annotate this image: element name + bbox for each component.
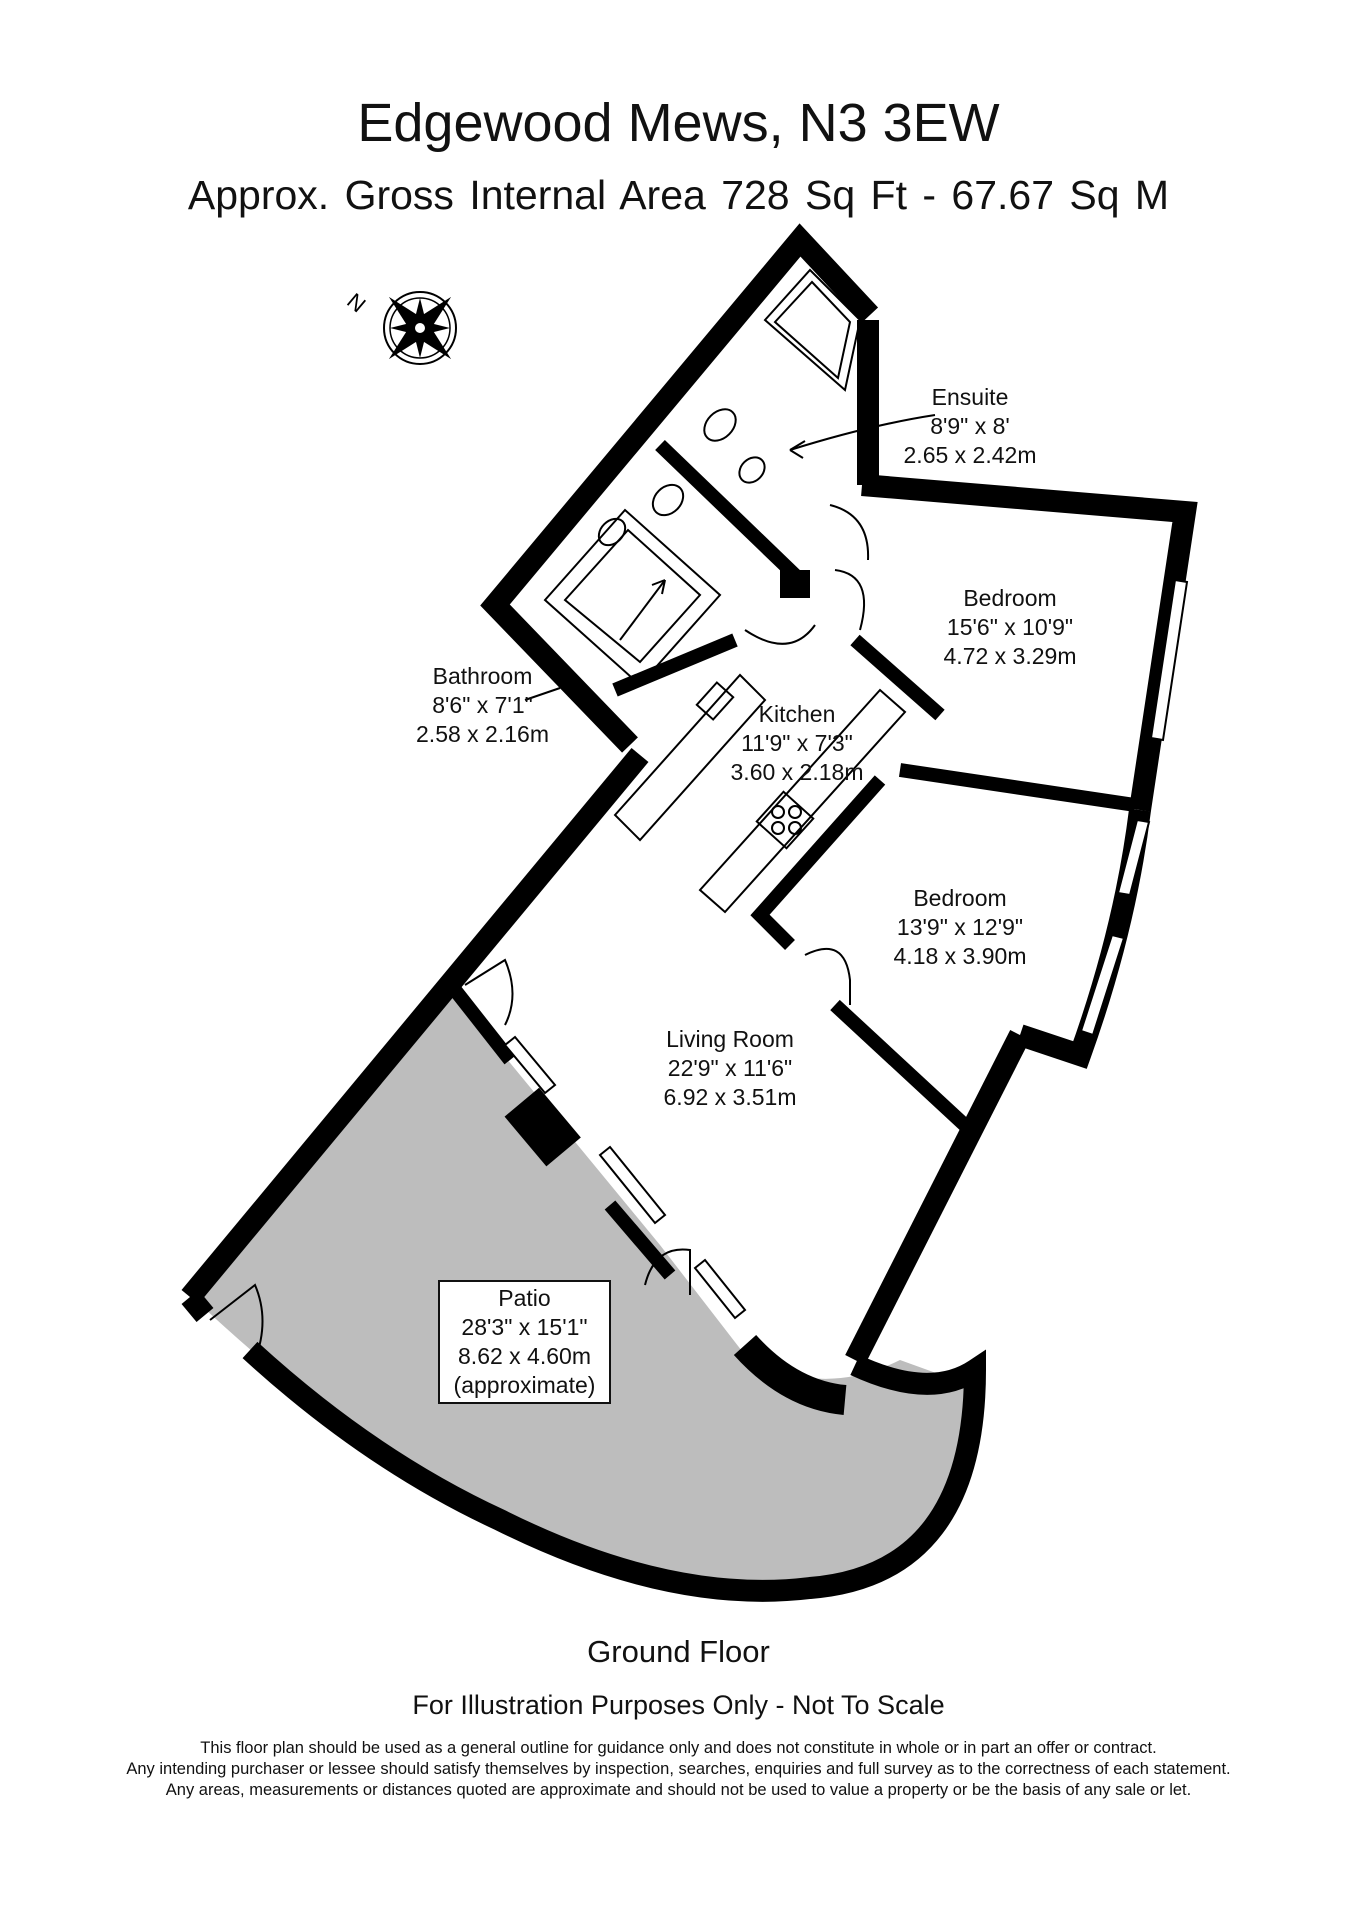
bath-arrow (619, 579, 666, 641)
wall-living-patio (449, 985, 516, 1065)
ensuite-basin (738, 456, 766, 484)
door-ensuite (829, 504, 870, 561)
room-size-imperial: 15'6" x 10'9" (946, 614, 1074, 640)
room-size-imperial: 22'9" x 11'6" (667, 1055, 793, 1081)
doors (209, 504, 870, 1361)
shower-tray-inner (773, 280, 852, 380)
wall-bedroom2-bottom (830, 999, 975, 1136)
room-name: Kitchen (758, 701, 836, 727)
wall-bedroom1-bottom (898, 763, 1137, 812)
hob-ring-2 (788, 805, 802, 819)
disclaimer-line: Any intending purchaser or lessee should… (126, 1760, 1231, 1778)
kitchen-sink (695, 681, 735, 721)
room-size-metric: 6.92 x 3.51m (663, 1084, 797, 1110)
window-bedroom2-top (1116, 818, 1151, 897)
room-size-metric: 4.72 x 3.29m (943, 643, 1077, 669)
room-note: (approximate) (453, 1372, 596, 1398)
pillar (504, 1087, 581, 1167)
wall-bedroom2-left (750, 775, 886, 950)
hob (755, 790, 815, 850)
room-size-metric: 8.62 x 4.60m (458, 1343, 591, 1369)
pillar-small (780, 570, 810, 598)
bath-arrow-head (651, 579, 666, 595)
door-patio-left (209, 1283, 264, 1361)
bathroom-leader (524, 687, 561, 701)
hob-ring-1 (771, 805, 785, 819)
window-living-2 (598, 1145, 667, 1225)
ensuite-fixtures (703, 268, 936, 484)
wall-left-bottom (181, 1289, 214, 1323)
room-size-imperial: 28'3" x 15'1" (461, 1314, 588, 1340)
hob-ring-3 (771, 821, 785, 835)
wall-ensuite-bathroom (655, 439, 800, 581)
property-title: Edgewood Mews, N3 3EW (357, 93, 1000, 153)
disclaimer-line: This floor plan should be used as a gene… (200, 1739, 1157, 1757)
bathroom-toilet (651, 483, 685, 517)
door-bedroom2 (804, 947, 851, 1005)
wall-living-patio-2 (604, 1200, 676, 1280)
kitchen-counter-bottom (698, 688, 907, 914)
ensuite-toilet (703, 408, 737, 442)
bathroom-basin (597, 517, 627, 547)
room-label-bedroom-2: Bedroom 13'9" x 12'9" 4.18 x 3.90m (880, 884, 1040, 971)
window-living-3 (693, 1258, 747, 1320)
room-label-bedroom-1: Bedroom 15'6" x 10'9" 4.72 x 3.29m (930, 584, 1090, 671)
room-size-imperial: 8'6" x 7'1" (432, 692, 533, 718)
wall-bathroom-outer (480, 223, 879, 753)
ensuite-arrow (789, 414, 936, 451)
floor-name: Ground Floor (587, 1634, 770, 1669)
door-bedroom1 (834, 569, 866, 631)
room-size-imperial: 11'9" x 7'3" (741, 730, 853, 756)
room-size-metric: 4.18 x 3.90m (893, 943, 1027, 969)
disclaimer: This floor plan should be used as a gene… (0, 1738, 1357, 1801)
gross-internal-area: Approx. Gross Internal Area 728 Sq Ft - … (187, 172, 1170, 218)
room-name: Patio (498, 1285, 551, 1311)
bathroom-fixtures (543, 483, 722, 687)
room-label-kitchen: Kitchen 11'9" x 7'3" 3.60 x 2.18m (722, 700, 872, 787)
shower-tray (763, 268, 862, 392)
room-label-bathroom: Bathroom 8'6" x 7'1" 2.58 x 2.16m (405, 662, 560, 749)
illustration-notice: For Illustration Purposes Only - Not To … (412, 1690, 945, 1720)
room-size-imperial: 8'9" x 8' (930, 413, 1010, 439)
room-label-patio: Patio 28'3" x 15'1" 8.62 x 4.60m (approx… (438, 1280, 611, 1404)
room-size-metric: 3.60 x 2.18m (730, 759, 864, 785)
internal-walls (449, 439, 1137, 1280)
room-label-living-room: Living Room 22'9" x 11'6" 6.92 x 3.51m (650, 1025, 810, 1112)
window-bedroom1 (1149, 578, 1189, 742)
door-living-left (464, 958, 514, 1026)
room-name: Living Room (666, 1026, 794, 1052)
door-patio-right (644, 1248, 691, 1295)
wall-kitchen-bedroom1 (850, 634, 945, 721)
kitchen-counter-top (613, 673, 767, 842)
room-size-metric: 2.58 x 2.16m (416, 721, 549, 747)
window-bedroom2-bottom (1079, 933, 1126, 1037)
ensuite-arrow-head (789, 440, 806, 459)
room-label-ensuite: Ensuite 8'9" x 8' 2.65 x 2.42m (895, 383, 1045, 470)
room-size-imperial: 13'9" x 12'9" (896, 914, 1024, 940)
hob-ring-4 (788, 821, 802, 835)
wall-left (181, 747, 649, 1305)
windows (503, 578, 1189, 1320)
bathtub (543, 508, 722, 687)
room-size-metric: 2.65 x 2.42m (903, 442, 1037, 468)
wall-living-right (845, 1030, 1030, 1365)
bathtub-inner (563, 528, 702, 664)
room-name: Bedroom (913, 885, 1007, 911)
kitchen-fixtures (613, 673, 907, 914)
room-name: Ensuite (931, 384, 1009, 410)
room-name: Bedroom (963, 585, 1057, 611)
wall-patio-inner (733, 1334, 847, 1415)
wall-patio-curve (242, 1341, 987, 1602)
room-name: Bathroom (432, 663, 533, 689)
compass-north-letter: N (342, 288, 370, 317)
disclaimer-line: Any areas, measurements or distances quo… (165, 1781, 1192, 1799)
door-bathroom (744, 624, 816, 645)
compass-icon (383, 291, 457, 365)
window-living-1 (503, 1035, 557, 1095)
